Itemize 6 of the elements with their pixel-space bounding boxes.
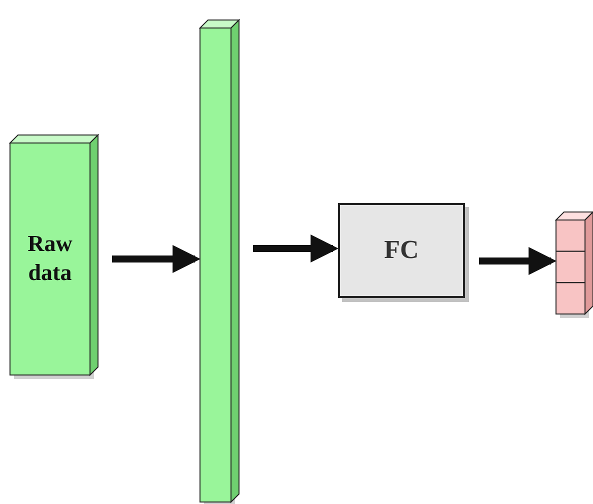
node-label: Raw data <box>26 230 74 287</box>
arrow <box>479 247 557 275</box>
process-box <box>338 203 465 298</box>
arrow <box>112 245 201 273</box>
node-label: FC <box>384 234 419 266</box>
arrow <box>253 234 339 262</box>
